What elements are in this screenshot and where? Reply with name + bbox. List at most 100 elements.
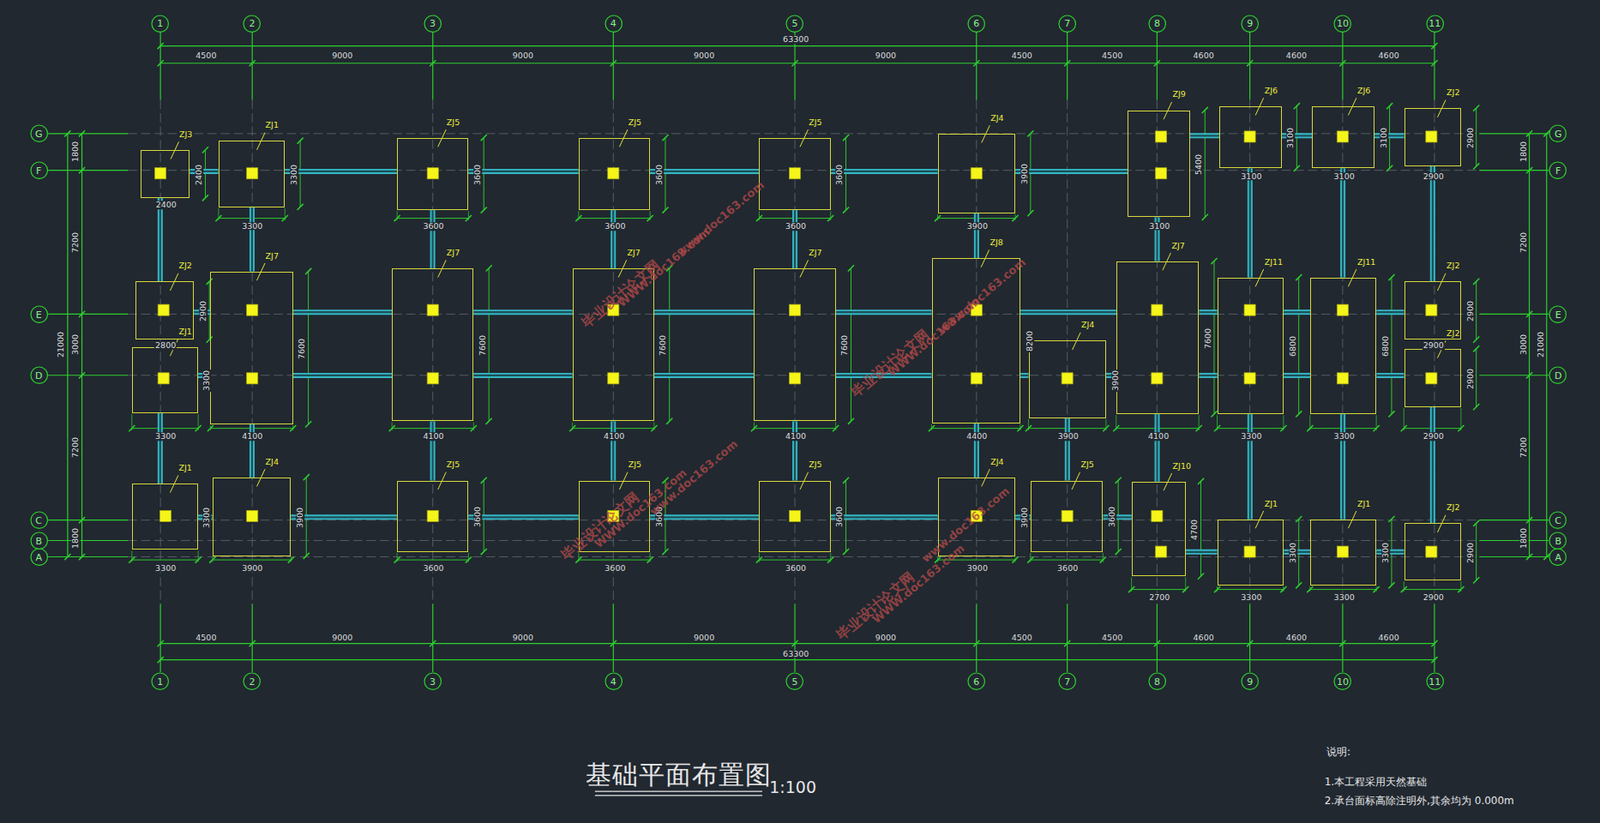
footing-tag: ZJ5 (807, 461, 823, 470)
tie-beam (293, 312, 392, 313)
tie-beam (284, 170, 397, 172)
footing-tag: ZJ5 (627, 118, 643, 127)
dimension-text: 3900 (966, 222, 989, 231)
dimension-text: 7600 (478, 334, 488, 357)
axis-line (975, 603, 977, 673)
bubble-circle (243, 673, 260, 690)
dimension-line (1310, 589, 1377, 590)
dimension-tick (842, 206, 849, 213)
axis-line (1341, 32, 1343, 101)
dimension-text: 6800 (1288, 335, 1298, 358)
extension-line (1184, 577, 1186, 592)
dimension-text: 9000 (874, 52, 897, 61)
axis-number: D (1554, 370, 1562, 380)
footing-box: ZJ536003600 (396, 138, 469, 211)
beam-outline (249, 207, 255, 272)
dimension-text: 1800 (71, 140, 80, 163)
dimension-text: 4600 (1285, 52, 1308, 61)
dimension-line (160, 643, 1435, 644)
footing-tag: ZJ2 (1445, 262, 1461, 271)
beam-outline (836, 372, 933, 379)
column-square (427, 168, 439, 180)
beam-outline (1283, 372, 1311, 379)
beam-outline (974, 213, 980, 259)
dimension-text: 2900 (1466, 126, 1475, 150)
extension-line (577, 553, 579, 563)
tie-beam (975, 213, 977, 259)
dimension-tick (78, 167, 85, 174)
tie-beam (159, 413, 161, 484)
dimension-tick (1295, 410, 1302, 417)
beam-outline (1198, 372, 1217, 379)
dimension-text: 3600 (655, 505, 664, 529)
beam-outline (1020, 372, 1029, 379)
dimension-text: 2800 (154, 341, 177, 350)
dimension-tick (1154, 60, 1161, 67)
beam-outline (473, 372, 572, 379)
axis-number: 11 (1428, 676, 1441, 686)
beam-core (159, 198, 162, 283)
beam-outline (1430, 407, 1436, 524)
beam-core (1376, 374, 1404, 377)
extension-line (131, 550, 133, 562)
dimension-tick (1210, 258, 1217, 265)
dimension-line (1545, 133, 1547, 558)
extension-line (931, 424, 933, 431)
beam-core (1198, 374, 1217, 377)
axis-number: F (1555, 165, 1561, 175)
beam-outline (468, 514, 579, 520)
bubble-circle (1334, 15, 1351, 32)
axis-bubble: E (30, 305, 49, 324)
beam-core (1376, 551, 1404, 554)
dimension-line (758, 559, 831, 561)
dimension-text: 4700 (1190, 518, 1200, 542)
dimension-text: 4500 (1100, 52, 1124, 61)
footing-box: ZJ133003300 (218, 140, 285, 207)
dimension-tick (288, 557, 295, 564)
axis-bubble: 11 (1425, 672, 1444, 691)
axis-number: 4 (610, 18, 617, 29)
extension-line (1015, 557, 1017, 563)
footing-box: ZJ133003300 (1217, 519, 1284, 586)
dimension-text: 2400 (194, 163, 204, 187)
dimension-text: 3100 (1379, 126, 1389, 150)
dimension-text: 3300 (203, 369, 212, 392)
extension-line (210, 425, 211, 431)
tie-beam (830, 517, 939, 518)
extension-line (1309, 415, 1311, 431)
dimension-line (396, 559, 469, 561)
dimension-text: 3900 (966, 564, 989, 573)
footing-tag: ZJ6 (1263, 86, 1279, 96)
axis-number: 1 (156, 676, 163, 686)
dimension-tick (1473, 520, 1480, 527)
dimension-line (1213, 261, 1215, 415)
column-square (1151, 304, 1163, 316)
dimension-line (1475, 108, 1477, 167)
dimension-tick (1295, 274, 1302, 281)
dimension-text: 3300 (203, 506, 212, 530)
dimension-line (1528, 133, 1530, 558)
extension-line (131, 414, 133, 431)
footing-box: ZJ1027004700 (1131, 481, 1186, 578)
dimension-tick (202, 146, 209, 153)
axis-number: G (1554, 128, 1563, 139)
tie-beam (432, 421, 434, 481)
axis-bubble: E (1548, 305, 1567, 324)
dimension-tick (934, 557, 941, 564)
axis-line (1341, 603, 1343, 673)
extension-line (758, 210, 760, 221)
bubble-circle (1549, 532, 1566, 549)
axis-number: C (35, 515, 43, 525)
extension-line (1460, 581, 1462, 592)
dimension-text: 5400 (1194, 153, 1204, 176)
beam-outline (1015, 168, 1128, 175)
footing-tag: ZJ6 (1356, 86, 1372, 96)
beam-outline (1185, 549, 1218, 555)
beam-core (1376, 311, 1404, 313)
dimension-tick (78, 517, 85, 524)
beam-core (1374, 134, 1405, 137)
beam-outline (1340, 168, 1346, 277)
dimension-text: 3600 (655, 163, 664, 187)
axis-line (1479, 556, 1549, 558)
